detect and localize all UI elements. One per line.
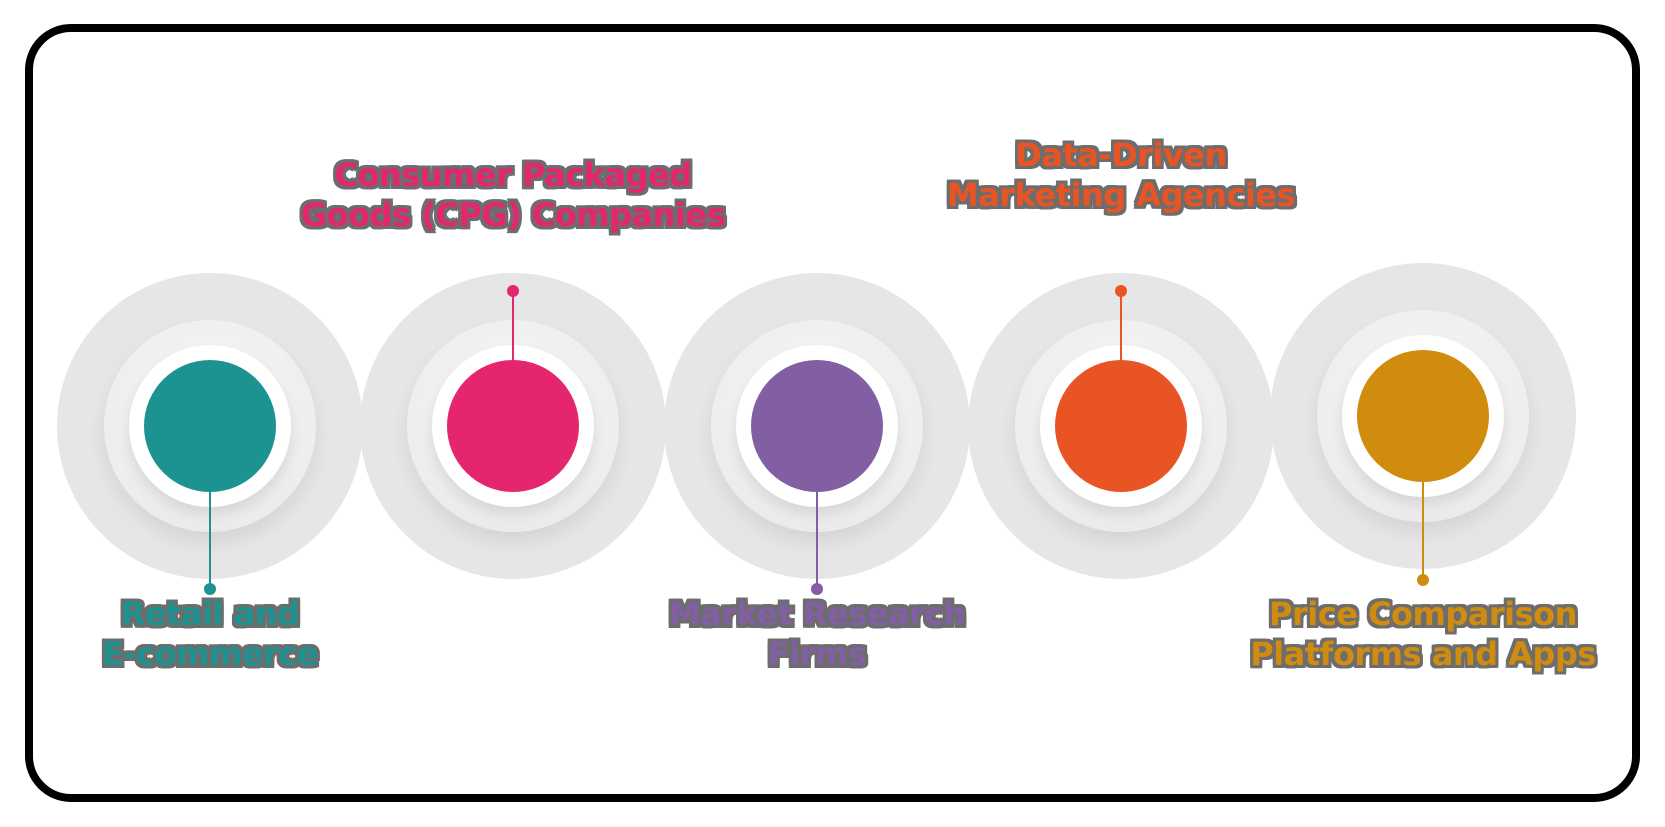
label-line: Consumer Packaged [334, 156, 692, 194]
label-line: E-commerce [102, 635, 318, 673]
connector-line [512, 292, 514, 362]
label-market-research: Market Research Firms [637, 594, 997, 674]
connector-dot [811, 583, 823, 595]
label-line: Market Research [668, 595, 966, 633]
color-disc [1357, 350, 1489, 482]
label-line: Data-Driven [1015, 136, 1227, 174]
connector-dot [1115, 285, 1127, 297]
label-line: Price Comparison [1269, 595, 1577, 633]
label-line: Firms [767, 635, 867, 673]
label-line: Platforms and Apps [1250, 635, 1596, 673]
connector-dot [204, 583, 216, 595]
label-line: Goods (CPG) Companies [300, 196, 726, 234]
connector-dot [1417, 574, 1429, 586]
connector-line [209, 492, 211, 590]
color-disc [1055, 360, 1187, 492]
color-disc [447, 360, 579, 492]
connector-line [1120, 292, 1122, 362]
color-disc [751, 360, 883, 492]
connector-dot [507, 285, 519, 297]
color-disc [144, 360, 276, 492]
label-cpg: Consumer Packaged Goods (CPG) Companies [263, 155, 763, 235]
connector-line [816, 492, 818, 590]
label-marketing-agencies: Data-Driven Marketing Agencies [921, 135, 1321, 215]
label-line: Retail and [120, 595, 300, 633]
label-retail: Retail and E-commerce [60, 594, 360, 674]
connector-line [1422, 482, 1424, 580]
label-price-comparison: Price Comparison Platforms and Apps [1228, 594, 1618, 674]
label-line: Marketing Agencies [946, 176, 1296, 214]
